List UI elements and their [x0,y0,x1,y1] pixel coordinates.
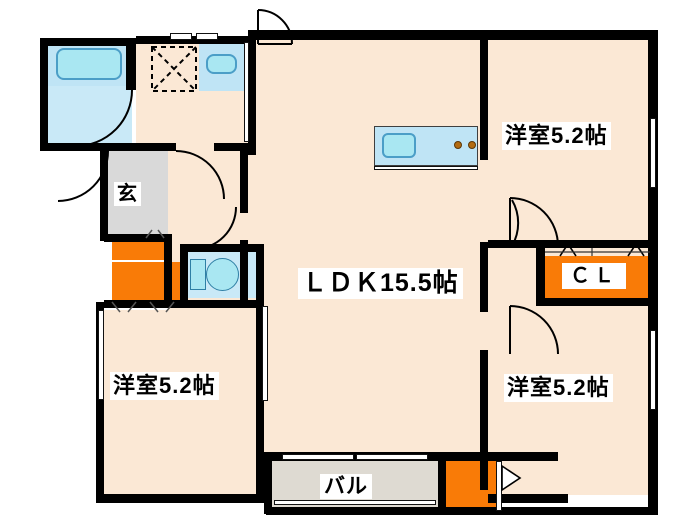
label-closet: ＣＬ [562,263,626,289]
balcony-rail [274,500,436,505]
toilet-tank-icon [190,259,206,290]
wall-ldk-right-lower [480,350,488,490]
wall-bath-right [126,38,136,90]
wall-bottom-left [96,494,268,503]
window-ldk-balcony-right[interactable] [356,454,428,460]
wall-toilet-right [256,250,264,304]
wall-bath-bottom [40,143,136,151]
wall-bottom-balcony [266,507,658,515]
wall-ldk-left-lower [256,304,264,494]
wall-washroom-bottom-2 [214,143,254,151]
balcony-storage-edge [496,461,502,511]
wall-washroom-bottom [136,143,176,151]
wall-balcony-left [264,452,272,514]
label-bedroom-top-right: 洋室5.2帖 [502,122,611,150]
window-ldk-balcony-left[interactable] [282,454,354,460]
wall-balcony-top-right [438,452,558,461]
shoe-cabinet-upper[interactable] [112,238,164,260]
wall-top-right [248,30,656,40]
wall-top-mid [136,36,254,44]
label-bedroom-bottom-right: 洋室5.2帖 [504,374,613,402]
bed-bottom-left-floor [104,310,262,495]
wall-toilet-top [180,244,264,252]
wall-toilet-left [180,244,188,304]
stove-burner-right-icon [468,141,476,149]
wall-hall-right-lower [240,240,248,304]
window-bed-top-right [650,118,656,188]
label-ldk: ＬＤＫ15.5帖 [298,268,463,299]
wall-closet-bottom [536,298,652,306]
window-washroom-right [244,42,249,142]
window-bed-bottom-right [650,330,656,410]
label-bedroom-bottom-left: 洋室5.2帖 [110,372,219,400]
wash-basin-bowl-icon [206,54,237,74]
wall-genkan-left [100,143,108,241]
wall-ldk-right-upper [480,30,488,160]
wall-bottom-right-room [488,494,568,503]
window-entry-top [170,33,192,40]
label-genkan: 玄 [114,182,141,206]
wall-genkan-bottom [104,234,166,242]
bathtub-icon [56,48,122,80]
window-bed-left-outer [98,310,104,400]
toilet-bowl-icon [206,258,239,291]
wall-left-lower [96,302,104,502]
label-balcony: バル [320,474,372,499]
window-entry-top-2 [196,33,218,40]
balcony-storage[interactable] [444,461,496,511]
sliding-door-bed-left[interactable] [262,306,268,401]
wall-balcony-divider [438,455,446,513]
wall-closet-left [536,248,545,304]
wall-genkan-right [164,234,172,304]
stove-burner-left-icon [454,141,462,149]
wall-left-bath [40,38,48,150]
shoe-cabinet-lower[interactable] [112,262,186,302]
counter-front-line [374,166,478,170]
wall-ldk-right-mid [480,242,488,312]
wall-right-rooms-divider [488,240,656,248]
wall-ldk-left-upper [248,30,256,155]
kitchen-sink [382,133,416,158]
wall-toilet-bottom [104,300,264,308]
wall-top-left [44,38,136,46]
wall-right-outer [648,30,658,510]
wall-hall-right-upper [240,151,248,213]
ldk-floor [248,30,488,485]
